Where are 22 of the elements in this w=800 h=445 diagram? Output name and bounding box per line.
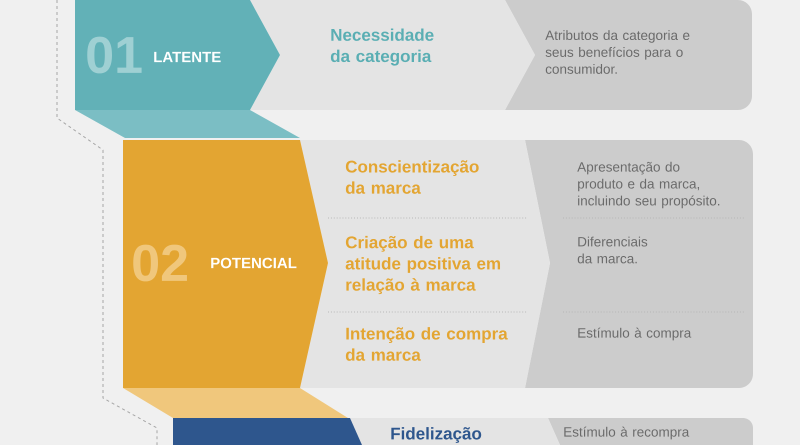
objective-panel <box>250 0 535 110</box>
description-text: Estímulo à compra <box>578 328 692 340</box>
objective-text: Necessidade da categoria <box>330 28 434 66</box>
objective-panel <box>300 140 550 388</box>
stage-number: 01 <box>87 36 142 74</box>
stage-label: POTENCIAL <box>211 258 296 268</box>
objective-text: Criação de uma atitude positiva em relação à marca <box>346 236 500 294</box>
objective-text: Conscientização da marca <box>346 160 479 194</box>
description-box <box>548 418 753 445</box>
description-text: Diferenciais da marca. <box>578 236 648 264</box>
description-box <box>505 0 752 110</box>
stage-number: 02 <box>133 244 187 282</box>
stage-panel <box>75 0 300 138</box>
description-box <box>525 140 753 388</box>
objective-text: Intenção de compra da marca <box>346 327 508 361</box>
objective-panel <box>350 418 560 445</box>
description-text: Apresentação do produto e da marca, incluindo seu propósito. <box>577 162 720 208</box>
description-text: Estímulo à recompra <box>564 426 690 440</box>
objective-text: Fidelização <box>391 427 482 443</box>
description-text: Atributos da categoria e seus benefícios para o consumidor. <box>545 30 690 74</box>
stage-panel <box>173 418 362 445</box>
stage-label: LATENTE <box>154 52 221 62</box>
